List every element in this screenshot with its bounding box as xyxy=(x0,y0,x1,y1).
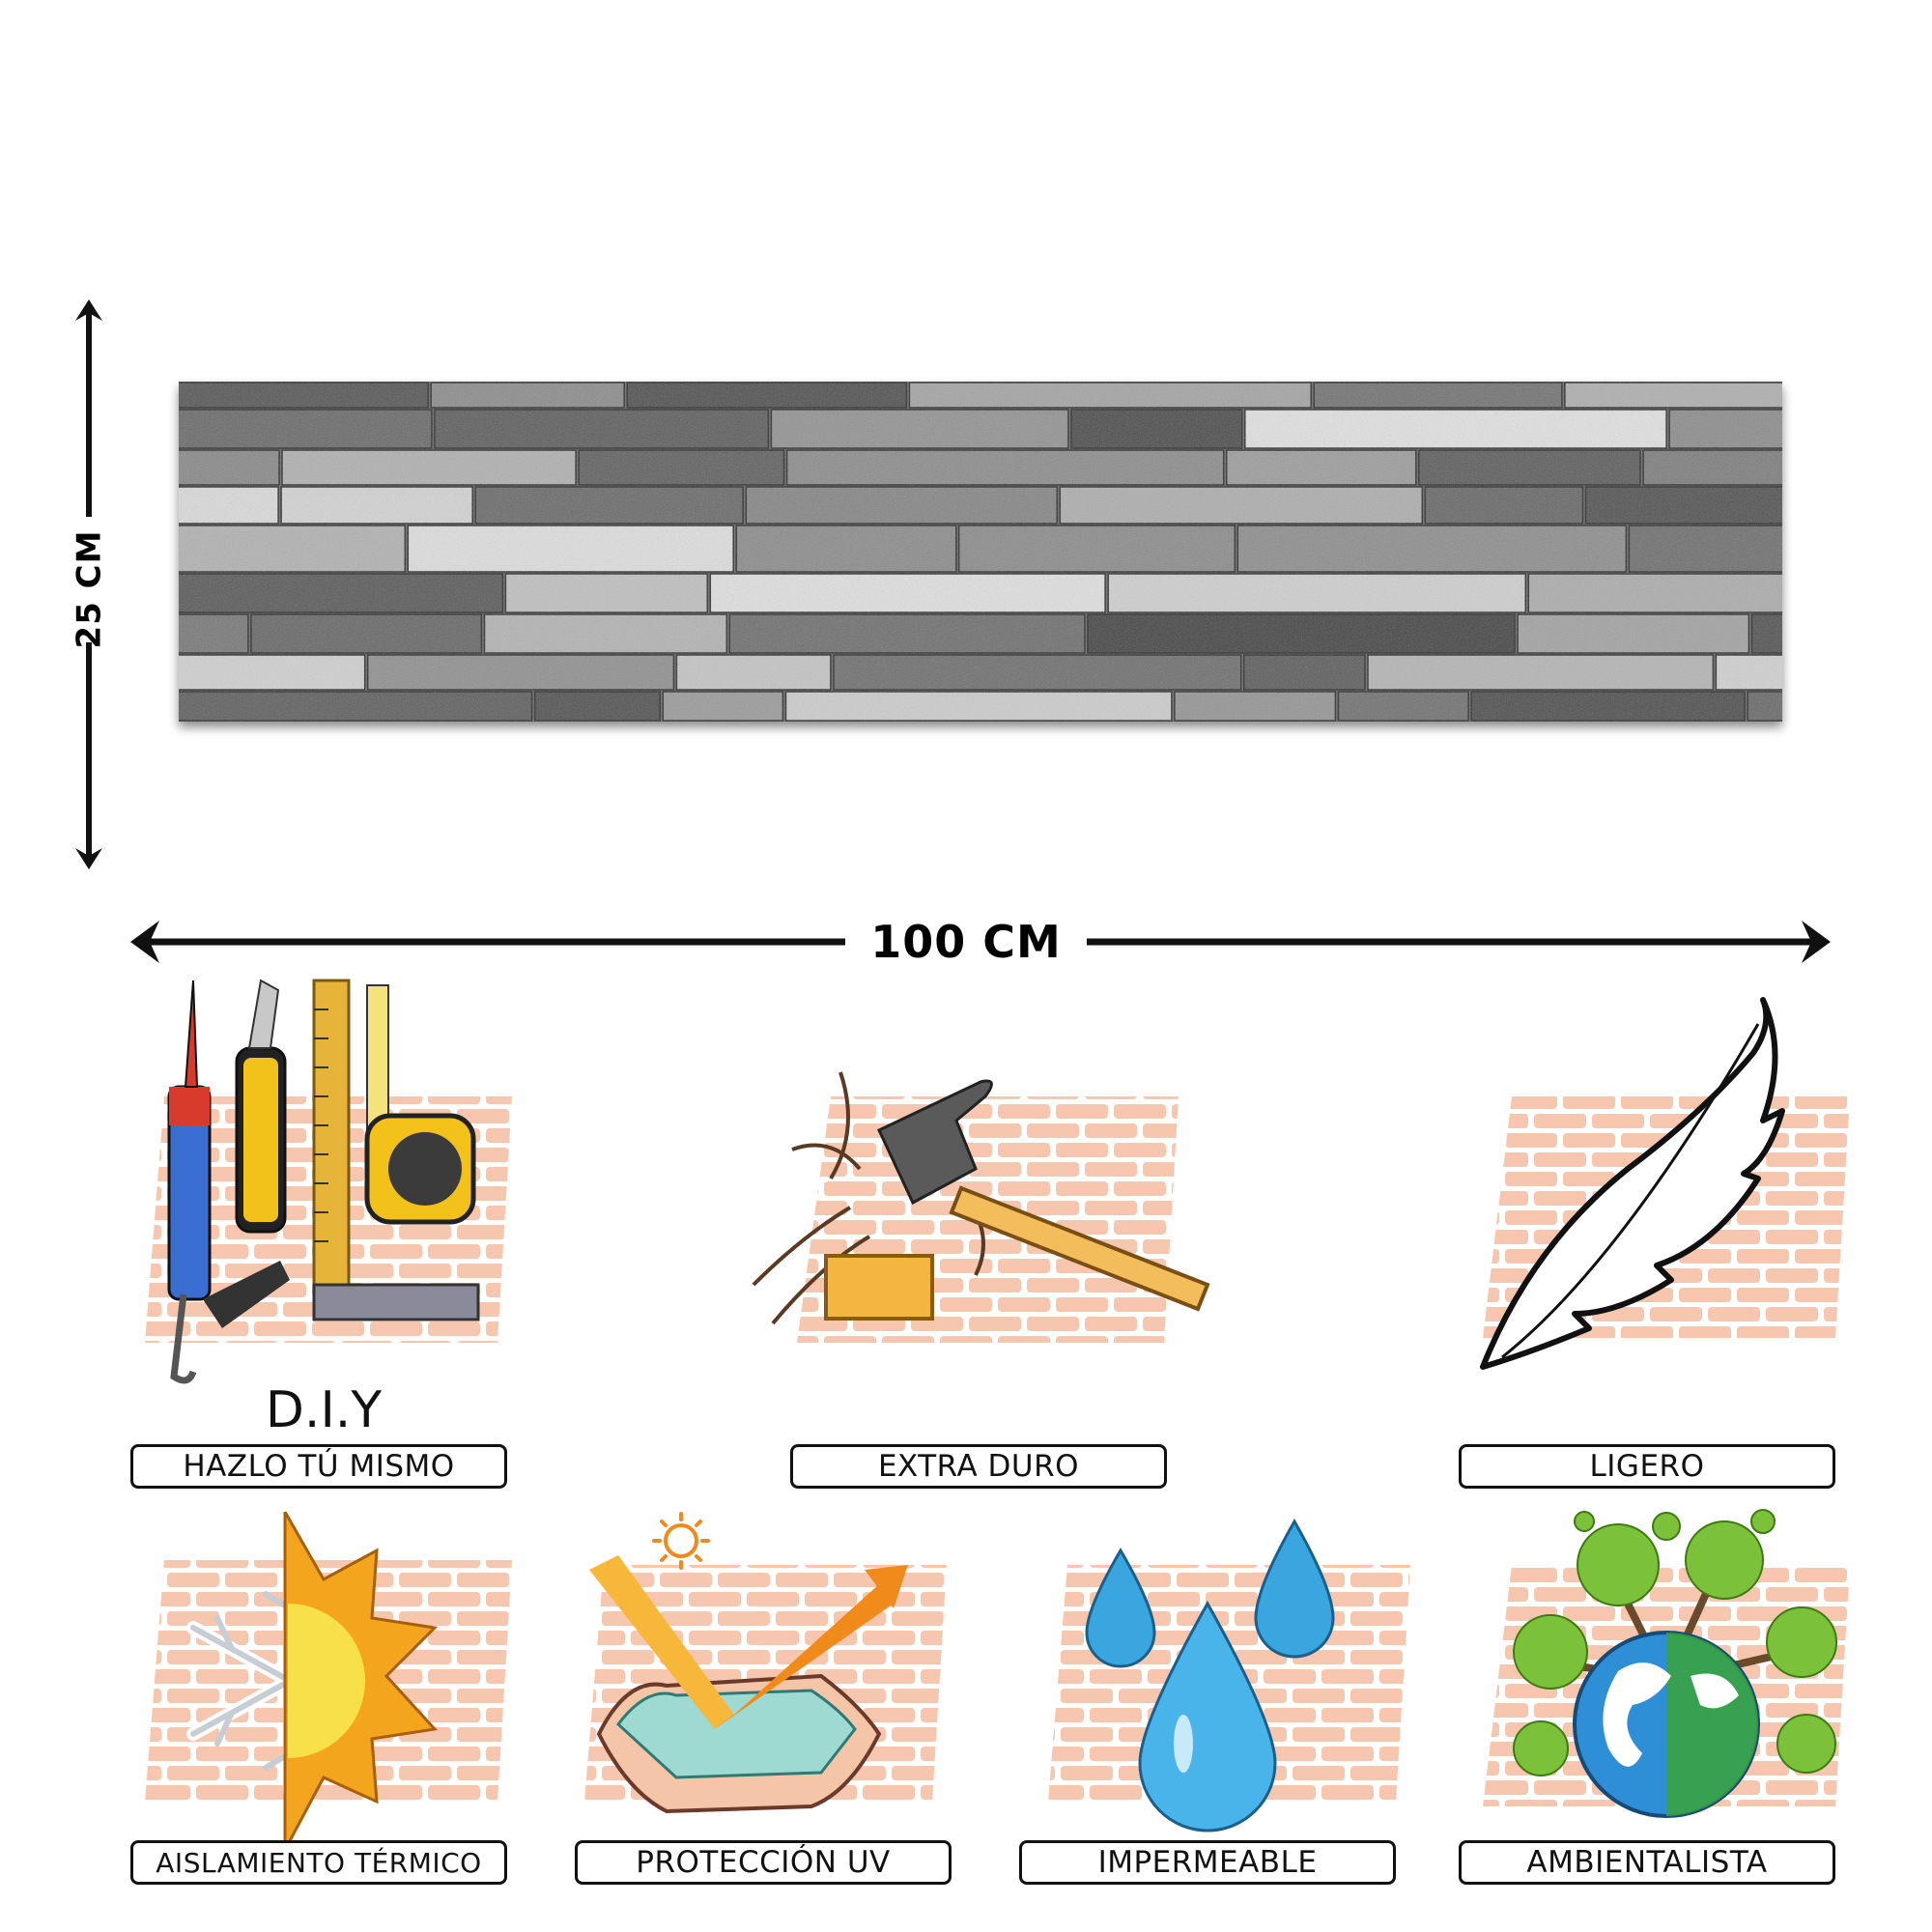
feather-icon xyxy=(1480,997,1850,1370)
width-label: 100 CM xyxy=(870,916,1062,968)
feature-label-ambientalista: AMBIENTALISTA xyxy=(1459,1840,1835,1885)
hammer-icon xyxy=(752,1071,1210,1343)
uv-shield-icon xyxy=(584,1512,947,1814)
eco-globe-icon xyxy=(1483,1509,1850,1818)
snowflake-sun-icon xyxy=(145,1512,512,1850)
height-label: 25 CM xyxy=(70,529,108,649)
feature-label-extra-duro: EXTRA DURO xyxy=(790,1444,1167,1489)
feature-label-ligero: LIGERO xyxy=(1459,1444,1835,1489)
width-dimension-arrow xyxy=(130,921,1831,963)
feature-label-impermeable: IMPERMEABLE xyxy=(1019,1840,1396,1885)
feature-label-diy: HAZLO TÚ MISMO xyxy=(130,1444,507,1489)
stone-panel-image xyxy=(179,382,1782,722)
height-dimension-arrow xyxy=(75,299,102,869)
feature-label-aislamiento: AISLAMIENTO TÉRMICO xyxy=(130,1840,507,1885)
diy-caption: D.I.Y xyxy=(265,1381,383,1439)
feature-label-proteccion-uv: PROTECCIÓN UV xyxy=(575,1840,952,1885)
diy-tools-icon xyxy=(145,979,512,1384)
water-drops-icon xyxy=(1048,1518,1410,1833)
